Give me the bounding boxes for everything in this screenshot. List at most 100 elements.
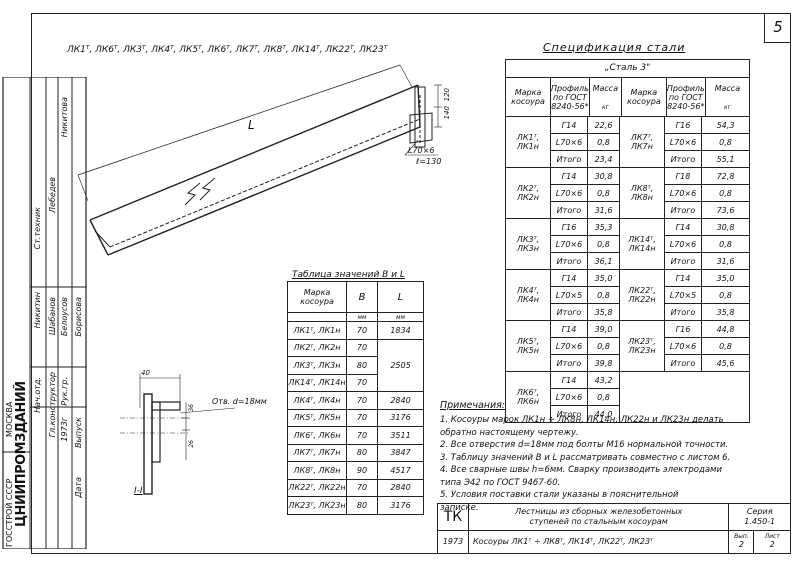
note-line: 4. Все сварные швы h=6мм. Сварку произво… <box>440 465 722 475</box>
spec-cell: 0,8 <box>587 184 620 202</box>
spec-cell: 35,0 <box>587 269 620 287</box>
spec-cell: L70×5 <box>664 286 702 304</box>
spec-mark-cell: ЛК5ᵀ, ЛК5н <box>505 320 551 372</box>
znach-b: 70 <box>346 373 378 392</box>
spec-cell: 0,8 <box>587 337 620 355</box>
spec-cell: 45,6 <box>701 354 750 372</box>
spec-cell: L70×5 <box>550 286 588 304</box>
znach-b: 70 <box>346 391 378 410</box>
znach-l: 3847 <box>377 443 424 462</box>
spec-cell: Итого <box>550 405 588 423</box>
spec-mark-cell: ЛК7ᵀ, ЛК7н <box>619 116 665 168</box>
znach-l: 3176 <box>377 496 424 515</box>
spec-cell: 30,8 <box>587 167 620 185</box>
spec-head-profile-2: Профиль по ГОСТ 8240-56* <box>665 77 706 117</box>
sidebar-name-2: Шабанов <box>48 297 57 336</box>
stamp-tk: ТК <box>437 503 469 531</box>
spec-cell: Г14 <box>550 320 588 338</box>
spec-cell: Г16 <box>664 320 702 338</box>
sidebar-date-label: Дата <box>74 477 83 498</box>
stamp-subtitle: Косоуры ЛК1ᵀ ÷ ЛК8ᵀ, ЛК14ᵀ, ЛК22ᵀ, ЛК23ᵀ <box>467 529 730 555</box>
spec-cell: Г14 <box>550 167 588 185</box>
znach-mark: ЛК6ᵀ, ЛК6н <box>287 426 347 445</box>
spec-cell: Г18 <box>664 167 702 185</box>
spec-cell: L70×6 <box>550 388 588 406</box>
znach-head-l: L <box>377 281 424 313</box>
spec-cell: 23,4 <box>587 150 620 168</box>
spec-cell: Итого <box>550 201 588 219</box>
spec-cell: Итого <box>664 354 702 372</box>
spec-cell: L70×6 <box>664 133 702 151</box>
znach-l: 4517 <box>377 461 424 480</box>
spec-cell: L70×6 <box>664 337 702 355</box>
znach-mark: ЛК14ᵀ, ЛК14н <box>287 373 347 392</box>
spec-cell: L70×6 <box>550 133 588 151</box>
sheet-number-box: 5 <box>764 13 791 43</box>
sidebar-issue-label: Выпуск <box>74 417 83 448</box>
spec-cell: 31,6 <box>701 252 750 270</box>
spec-mark-cell: ЛК8ᵀ, ЛК8н <box>619 167 665 219</box>
spec-cell: 72,8 <box>701 167 750 185</box>
spec-cell: 30,8 <box>701 218 750 236</box>
spec-cell: Г14 <box>664 269 702 287</box>
sidebar-role-3: Рук.гр. <box>60 377 69 406</box>
sidebar-name-3: Белоусов <box>60 297 69 337</box>
spec-cell: 0,8 <box>701 337 750 355</box>
spec-cell: Итого <box>664 303 702 321</box>
znach-title: Таблица значений B и L <box>292 270 405 280</box>
znach-l-unit: мм <box>377 312 424 322</box>
spec-mark-cell: ЛК1ᵀ, ЛК1н <box>505 116 551 168</box>
spec-cell: 31,6 <box>587 201 620 219</box>
section-label: I-I <box>134 486 143 496</box>
note-line: 1. Косоуры марок ЛК1н ÷ ЛК8н, ЛК14н, ЛК2… <box>440 415 724 425</box>
sidebar-extra-2: Лебедев <box>48 177 57 213</box>
znach-l: 2505 <box>377 338 424 392</box>
spec-cell: 43,2 <box>587 371 620 389</box>
spec-cell: Г14 <box>550 371 588 389</box>
spec-cell: 54,3 <box>701 116 750 134</box>
sidebar-role-2: Гл.конструктор <box>48 372 57 438</box>
znach-b: 70 <box>346 426 378 445</box>
spec-cell: L70×6 <box>550 184 588 202</box>
spec-cell: Г14 <box>550 116 588 134</box>
spec-cell: 39,8 <box>587 354 620 372</box>
sidebar-name-4: Борисова <box>74 297 83 337</box>
znach-head-mark: Марка косоура <box>287 281 347 313</box>
spec-cell: 0,8 <box>701 133 750 151</box>
detail-dim-26: 26 <box>188 440 195 448</box>
spec-empty <box>619 371 750 423</box>
spec-cell: Г16 <box>550 218 588 236</box>
sheet-number: 5 <box>773 18 783 36</box>
znach-mark: ЛК7ᵀ, ЛК7н <box>287 443 347 462</box>
detail-hole-label: Отв. d=18мм <box>212 397 267 406</box>
sidebar-year: 1973г <box>60 417 69 442</box>
stringer-drawing <box>77 64 442 256</box>
znach-b: 80 <box>346 443 378 462</box>
spec-cell: 0,8 <box>701 235 750 253</box>
notes-list: 1. Косоуры марок ЛК1н ÷ ЛК8н, ЛК14н, ЛК2… <box>440 414 730 514</box>
spec-head-mark: Марка косоура <box>505 77 551 117</box>
note-line: типа Э42 по ГОСТ 9467-60. <box>440 477 561 488</box>
spec-cell: 44,8 <box>701 320 750 338</box>
spec-cell: 0,8 <box>701 286 750 304</box>
spec-mark-cell: ЛК2ᵀ, ЛК2н <box>505 167 551 219</box>
stamp-year: 1973 <box>437 529 469 555</box>
znach-l: 1834 <box>377 321 424 340</box>
spec-cell: L70×6 <box>550 235 588 253</box>
section-detail <box>120 374 236 495</box>
znach-mark: ЛК1ᵀ, ЛК1н <box>287 321 347 340</box>
spec-table: Марка косоура Профиль по ГОСТ 8240-56* М… <box>505 77 751 117</box>
detail-dim-40: 40 <box>141 369 150 377</box>
sidebar-city: МОСКВА <box>5 401 14 437</box>
znach-mark: ЛК2ᵀ, ЛК2н <box>287 338 347 357</box>
spec-cell: 36,1 <box>587 252 620 270</box>
drawing-frame <box>31 13 791 554</box>
znach-b: 70 <box>346 321 378 340</box>
spec-cell: 35,3 <box>587 218 620 236</box>
spec-title: Спецификация стали <box>543 41 686 54</box>
